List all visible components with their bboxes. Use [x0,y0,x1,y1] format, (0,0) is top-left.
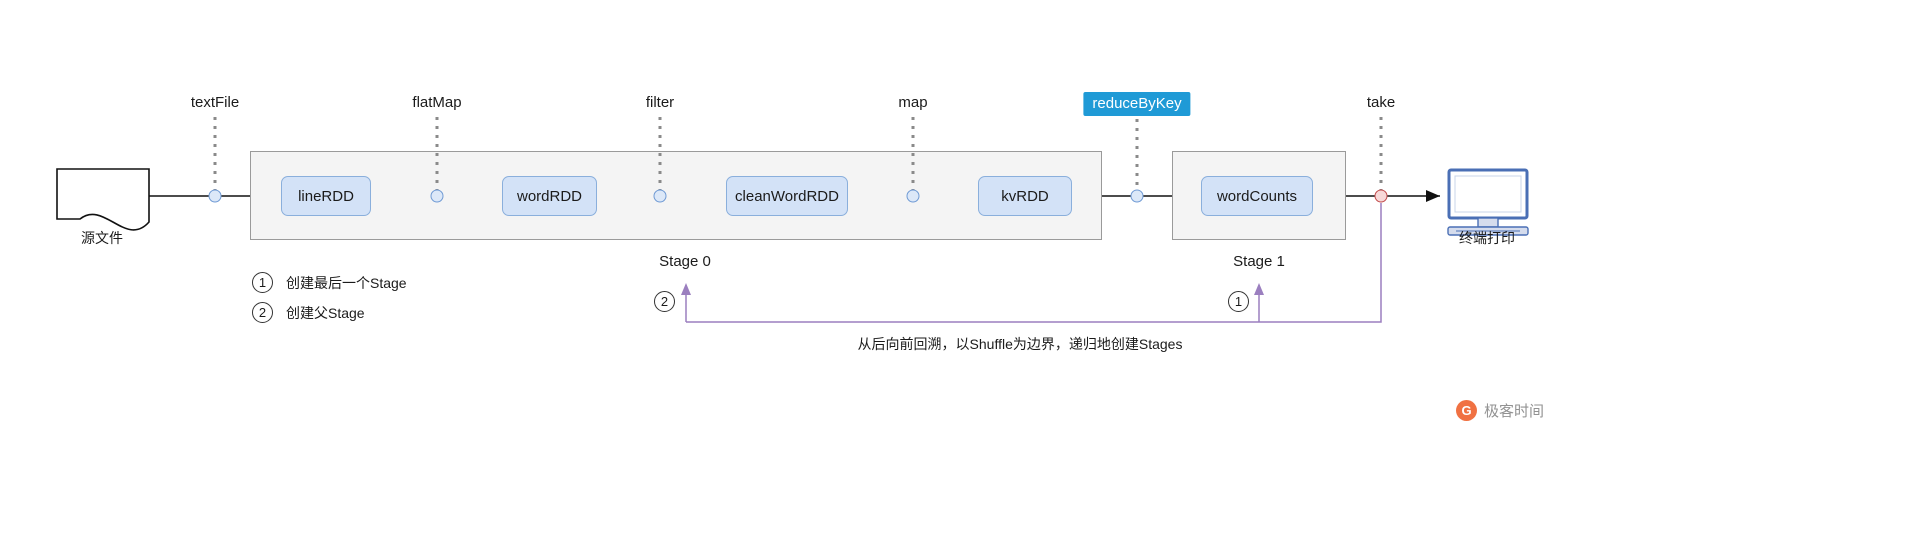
arrow-head-terminal [1426,190,1440,202]
source-file-shape [56,168,150,231]
stage-box-stage-0 [250,151,1102,240]
terminal-caption: 终端打印 [1459,230,1515,246]
operator-dot-reduceByKey [1130,189,1144,203]
backtrack-marker-2: 2 [654,291,675,312]
rdd-label-kvRDD: kvRDD [1001,187,1049,205]
watermark-logo-icon: G [1456,400,1477,421]
rdd-node-kvRDD[interactable]: kvRDD [978,176,1072,216]
watermark-text: 极客时间 [1484,403,1545,420]
terminal-monitor-icon [1447,168,1529,236]
backtrack-path [686,203,1382,323]
rdd-label-lineRDD: lineRDD [298,187,354,205]
stage-caption-stage-0: Stage 0 [659,253,711,270]
legend-number-1: 1 [252,272,273,293]
backtrack-marker-1: 1 [1228,291,1249,312]
operator-dot-textFile [208,189,222,203]
operator-dot-flatMap [430,189,444,203]
operator-label-map[interactable]: map [898,94,928,111]
operator-connector-reduceByKey [1135,119,1139,190]
rdd-label-wordCounts: wordCounts [1216,187,1298,205]
rdd-node-wordCounts[interactable]: wordCounts [1201,176,1313,216]
watermark: G 极客时间 [1456,400,1544,421]
source-file-caption: 源文件 [81,230,123,246]
legend-text-2: 创建父Stage [286,304,365,321]
operator-connector-textFile [213,117,217,190]
rdd-label-wordRDD: wordRDD [516,187,582,205]
legend-item-1: 1 创建最后一个Stage [252,272,407,293]
operator-dot-filter [653,189,667,203]
operator-connector-filter [658,117,662,190]
operator-dot-take [1374,189,1388,203]
operator-dot-map [906,189,920,203]
legend-number-2: 2 [252,302,273,323]
operator-label-textFile[interactable]: textFile [190,94,240,111]
rdd-node-lineRDD[interactable]: lineRDD [281,176,371,216]
operator-label-flatMap[interactable]: flatMap [412,94,462,111]
operator-label-reduceByKey[interactable]: reduceByKey [1083,92,1191,116]
rdd-node-cleanWordRDD[interactable]: cleanWordRDD [726,176,848,216]
operator-connector-flatMap [435,117,439,190]
operator-connector-take [1379,117,1383,190]
bottom-caption: 从后向前回溯，以Shuffle为边界，递归地创建Stages [857,336,1183,352]
backtrack-arrow-stage1-head [1254,283,1264,295]
legend-item-2: 2 创建父Stage [252,302,365,323]
operator-connector-map [911,117,915,190]
legend-text-1: 创建最后一个Stage [286,274,407,291]
operator-label-filter[interactable]: filter [645,94,675,111]
stage-caption-stage-1: Stage 1 [1233,253,1285,270]
rdd-node-wordRDD[interactable]: wordRDD [502,176,597,216]
operator-label-take[interactable]: take [1366,94,1396,111]
backtrack-arrow-stage0-head [681,283,691,295]
rdd-label-cleanWordRDD: cleanWordRDD [735,187,839,205]
